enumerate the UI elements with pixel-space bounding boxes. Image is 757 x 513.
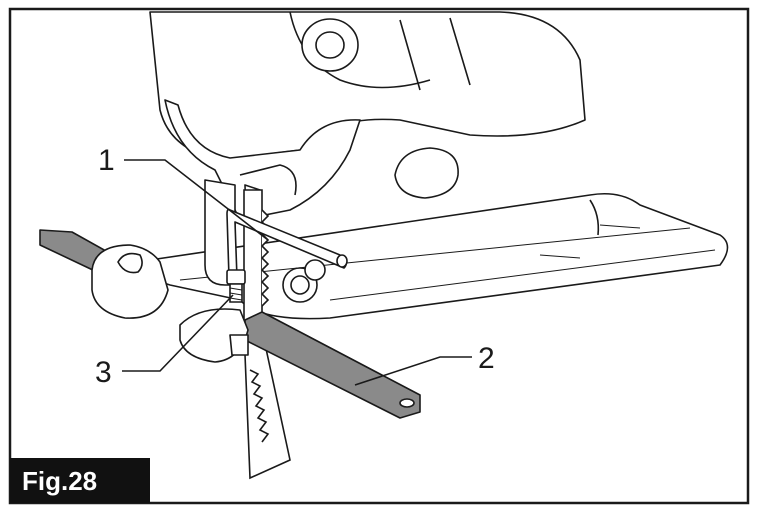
leader-line-2 xyxy=(354,356,472,386)
leader-line-1 xyxy=(124,159,269,241)
jigsaw-body xyxy=(148,11,729,320)
callout-number-3: 3 xyxy=(95,356,112,389)
figure-label-tab: Fig.28 xyxy=(10,458,150,503)
figure-label: Fig.28 xyxy=(22,466,97,496)
leader-line-3 xyxy=(122,294,234,372)
rip-fence-guide-rule xyxy=(39,229,421,419)
callout-leaders xyxy=(122,159,472,386)
callout-number-2: 2 xyxy=(478,342,495,375)
figure-border xyxy=(8,7,750,505)
callout-number-1: 1 xyxy=(98,144,115,177)
fixing-screw xyxy=(226,269,246,303)
